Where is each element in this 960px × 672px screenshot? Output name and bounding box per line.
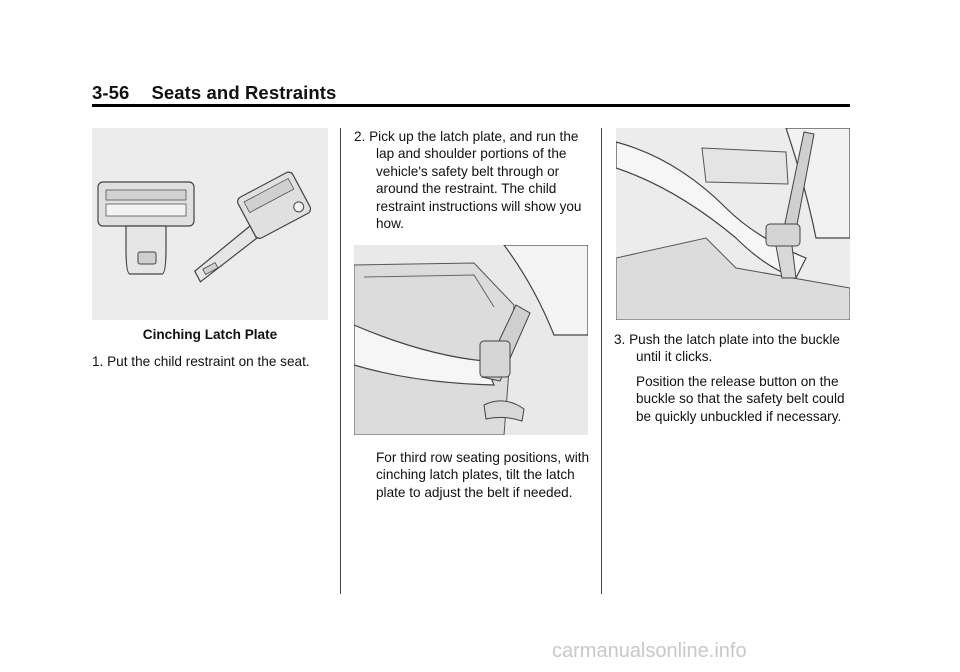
step-2-text: 2. Pick up the latch plate, and run the … (354, 129, 582, 232)
step-2: 2. Pick up the latch plate, and run the … (354, 128, 592, 232)
latch-plate-drawing (92, 128, 328, 320)
header-rule (92, 104, 850, 107)
column-divider-1 (340, 128, 341, 594)
watermark: carmanualsonline.info (552, 640, 747, 662)
page-number: 3-56 (92, 82, 130, 103)
figure-caption: Cinching Latch Plate (142, 327, 278, 342)
step-2-note: For third row seating positions, with ci… (376, 450, 590, 500)
buckling-drawing (616, 128, 850, 320)
section-title: Seats and Restraints (151, 82, 337, 103)
step-1: 1. Put the child restraint on the seat. (92, 353, 332, 370)
step-1-text: 1. Put the child restraint on the seat. (92, 354, 310, 369)
latch-plate-illustration (92, 128, 328, 320)
step-3-note: Position the release button on the buckl… (636, 374, 845, 424)
step-3-text: 3. Push the latch plate into the buckle … (614, 332, 840, 365)
buckling-illustration (616, 128, 850, 320)
step-3: 3. Push the latch plate into the buckle … (614, 331, 852, 366)
column-divider-2 (601, 128, 602, 594)
belt-routing-illustration (354, 245, 588, 435)
belt-routing-drawing (354, 245, 588, 435)
page-header: 3-56 Seats and Restraints (92, 82, 336, 104)
